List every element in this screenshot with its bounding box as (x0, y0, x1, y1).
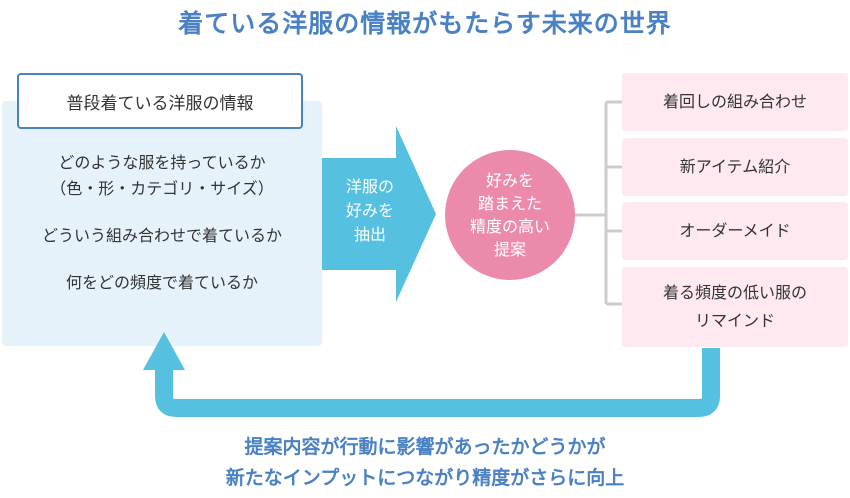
proposal-circle: 好みを 踏まえた 精度の高い 提案 (445, 150, 575, 280)
bracket-lines (575, 100, 622, 306)
feedback-text: 提案内容が行動に影響があったかどうかが 新たなインプットにつながり精度がさらに向… (0, 432, 850, 494)
info-line: （色・形・カテゴリ・サイズ） (50, 179, 274, 198)
output-item-coordination: 着回しの組み合わせ (622, 73, 848, 131)
info-line: どのような服を持っているか (58, 153, 266, 172)
extract-arrow-icon (322, 126, 436, 302)
clothing-info-panel (2, 101, 322, 346)
feedback-line-1: 提案内容が行動に影響があったかどうかが (244, 436, 606, 458)
extract-arrow-label-line: 洋服の (345, 177, 394, 196)
proposal-circle-label: 好みを 踏まえた 精度の高い 提案 (469, 171, 550, 259)
diagram-title: 着ている洋服の情報がもたらす未来の世界 (178, 9, 672, 38)
clothing-info-lines: どのような服を持っているか （色・形・カテゴリ・サイズ） どういう組み合わせで着… (2, 150, 322, 296)
extract-arrow-label-line: 抽出 (353, 225, 386, 244)
extract-arrow-label-line: 好みを (345, 201, 394, 220)
output-item-new-item: 新アイテム紹介 (622, 138, 848, 196)
extract-arrow-shape (322, 126, 436, 302)
feedback-loop-path (155, 348, 720, 417)
feedback-line-2: 新たなインプットにつながり精度がさらに向上 (225, 467, 625, 489)
extract-arrow-label: 洋服の 好みを 抽出 (322, 175, 418, 247)
info-line: どういう組み合わせで着ているか (41, 226, 282, 245)
info-line: 何をどの頻度で着ているか (65, 273, 258, 292)
output-item-custom-order: オーダーメイド (622, 202, 848, 260)
feedback-loop-head (143, 332, 185, 370)
clothing-info-header: 普段着ている洋服の情報 (17, 73, 303, 129)
output-item-reminder: 着る頻度の低い服の リマインド (622, 267, 848, 347)
